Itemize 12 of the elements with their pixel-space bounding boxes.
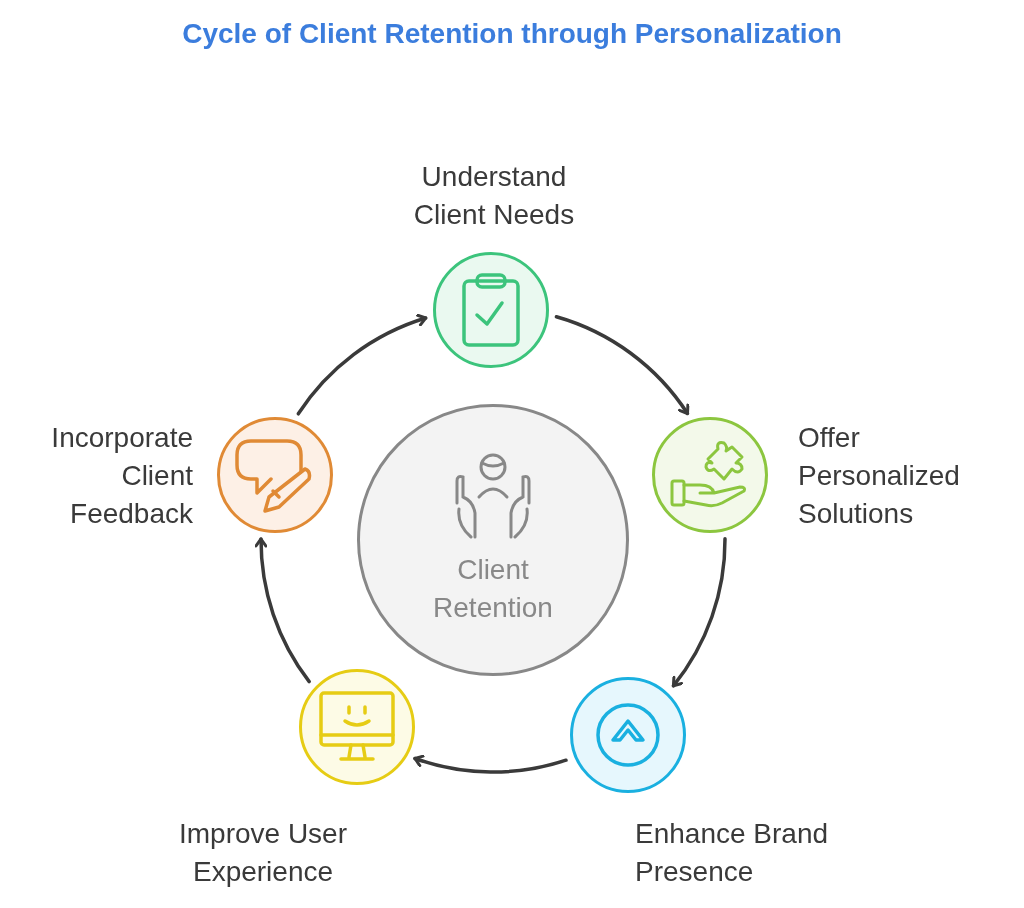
step-label: Incorporate Client Feedback (50, 421, 193, 531)
arrow (413, 754, 568, 774)
arrow (254, 537, 311, 684)
arrow (296, 314, 428, 416)
diagram-title: Cycle of Client Retention through Personalization (181, 18, 843, 50)
center-label: Client Retention (432, 553, 554, 625)
arrow (671, 536, 727, 688)
step-label: Understand Client Needs (412, 160, 576, 232)
step-label: Offer Personalized Solutions (798, 421, 961, 531)
step-label: Enhance Brand Presence (635, 817, 830, 889)
step-label: Improve User Experience (177, 817, 348, 889)
arrow (554, 315, 690, 416)
